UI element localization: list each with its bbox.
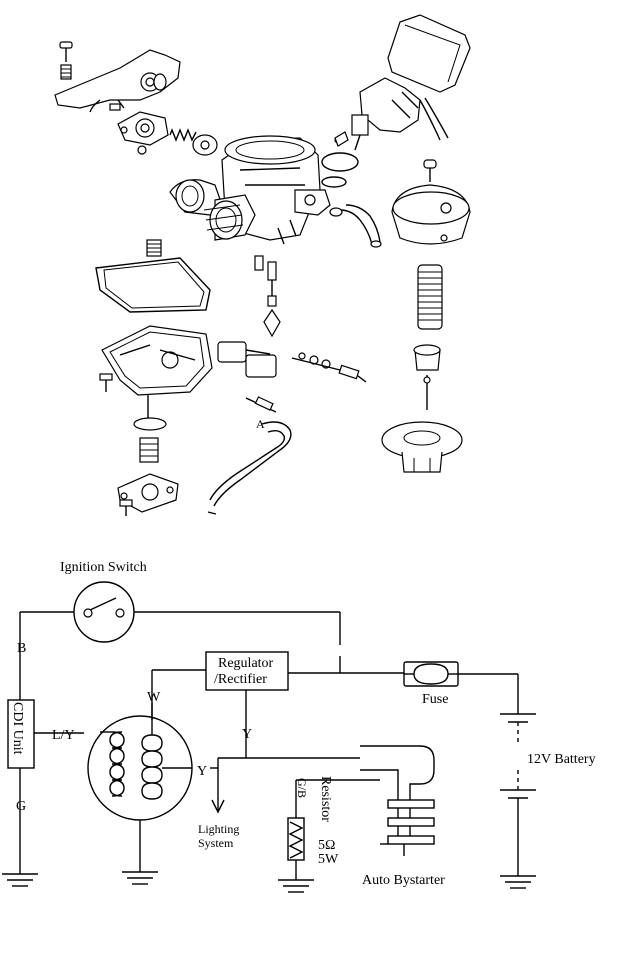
resistor-label: Resistor: [318, 776, 333, 822]
wire-b-label: B: [17, 641, 26, 656]
wire-y-right-label: Y: [197, 764, 207, 779]
wire-gb-label: G/B: [295, 778, 309, 798]
wire-w-label: W: [147, 690, 161, 705]
float-bowl: [99, 325, 213, 396]
regulator-rectifier[interactable]: Regulator /Rectifier: [205, 651, 289, 691]
drain-hose: A: [207, 417, 292, 515]
ground-cdi: [2, 873, 38, 887]
wire-g-label: G: [16, 799, 26, 814]
resistor[interactable]: G/B Resistor 5Ω 5W: [287, 776, 380, 880]
vent-hose: [329, 204, 382, 248]
wire-y-top-label: Y: [242, 727, 252, 742]
top-o-rings: [321, 152, 359, 188]
pilot-screw: [245, 396, 277, 413]
svg-text:Lighting: Lighting: [198, 822, 239, 836]
ground-resistor: [278, 879, 314, 893]
ground-battery: [500, 875, 536, 889]
svg-text:System: System: [198, 836, 234, 850]
regulator-label-2: /Rectifier: [214, 672, 267, 687]
throttle-cap-assembly: [117, 111, 218, 156]
auto-bystarter-exploded: [334, 14, 471, 151]
battery-12v[interactable]: 12V Battery: [500, 713, 596, 799]
fuse[interactable]: Fuse: [403, 661, 459, 707]
throttle-linkage-bracket: [54, 41, 181, 113]
vacuum-chamber-cover: [391, 159, 471, 245]
float: [217, 341, 277, 378]
idle-mixture-screw: [291, 352, 367, 383]
carburetor-body: [169, 135, 342, 245]
ground-stator: [122, 871, 158, 885]
bottom-cover: [117, 473, 179, 516]
drain-plunger-assembly: [133, 395, 167, 463]
lighting-system-label: Lighting System: [198, 822, 239, 850]
main-jets: [254, 255, 281, 338]
vacuum-piston: [381, 421, 463, 473]
svg-text:A: A: [256, 417, 265, 431]
auto-bystarter-schematic[interactable]: Auto Bystarter: [360, 745, 445, 888]
alternator-stator: [87, 715, 193, 872]
auto-bystarter-label: Auto Bystarter: [362, 873, 445, 888]
wiring-schematic: Ignition Switch B CDI Unit L/Y G Regulat…: [2, 560, 596, 893]
wire-ly-label: L/Y: [52, 728, 75, 743]
cdi-unit-label: CDI Unit: [10, 702, 25, 755]
ignition-switch-label: Ignition Switch: [60, 560, 147, 575]
resistor-watts: 5W: [318, 852, 339, 867]
jet-needle-retainer: [413, 344, 441, 410]
carburetor-exploded-view: A: [54, 14, 471, 516]
regulator-label-1: Regulator: [218, 656, 274, 671]
battery-label: 12V Battery: [527, 752, 596, 767]
cdi-unit: CDI Unit L/Y G: [7, 699, 84, 874]
ignition-switch: Ignition Switch: [60, 560, 147, 643]
fuse-label: Fuse: [422, 692, 448, 707]
piston-spring: [417, 264, 443, 330]
resistor-ohms: 5Ω: [318, 838, 335, 853]
float-bowl-gasket: [95, 239, 211, 313]
